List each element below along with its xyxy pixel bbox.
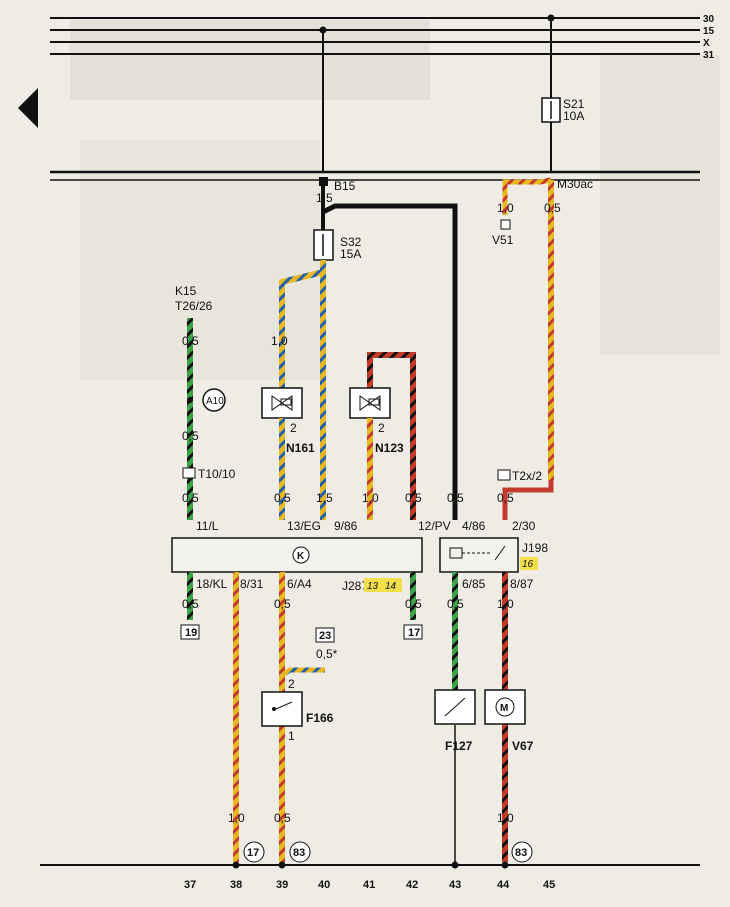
column-38: 38: [230, 879, 242, 891]
wire-size: 0,5: [405, 491, 422, 505]
wire-size: 0,5: [544, 201, 561, 215]
label-v67: V67: [512, 739, 534, 753]
pin-9-86: 9/86: [334, 519, 358, 533]
column-41: 41: [363, 879, 375, 891]
pin-2-30: 2/30: [512, 519, 536, 533]
pin-11l: 11/L: [196, 519, 219, 533]
wire-size: 0,5: [274, 811, 291, 825]
ref-circle-a10: [202, 388, 226, 412]
wire-size: 0,5*: [316, 647, 338, 661]
column-44: 44: [497, 879, 510, 891]
background-print: [70, 20, 720, 380]
column-40: 40: [318, 879, 330, 891]
wire-size: 0,5: [274, 597, 291, 611]
connector-b15: B15: [334, 179, 356, 193]
j287-num-14: 14: [385, 581, 397, 592]
ref-box-23[interactable]: 23: [319, 630, 331, 642]
relay-j198: [439, 537, 519, 573]
j198-num: 16: [522, 559, 534, 570]
pin-num: 2: [378, 421, 385, 435]
wire-size: 0,5: [182, 334, 199, 348]
wire-size: 1,0: [497, 201, 514, 215]
ground-ref-83[interactable]: [289, 841, 311, 863]
wire-size: 1,5: [316, 491, 333, 505]
label-f127: F127: [445, 739, 473, 753]
wire-size: 1,0: [362, 491, 379, 505]
pin-6-85: 6/85: [462, 577, 486, 591]
bus-label-15: 15: [703, 26, 715, 37]
bus-label-30: 30: [703, 14, 715, 25]
label-n161: N161: [286, 441, 315, 455]
wire-size: 0,5: [447, 597, 464, 611]
ref-box-19[interactable]: 19: [185, 627, 197, 639]
column-42: 42: [406, 879, 418, 891]
wire-size: 1,0: [497, 811, 514, 825]
column-43: 43: [449, 879, 461, 891]
label-t26: T26/26: [175, 299, 213, 313]
pin-18kl: 18/KL: [196, 577, 228, 591]
pin-12pv: 12/PV: [418, 519, 451, 533]
wire-size: 1,0: [228, 811, 245, 825]
wire-size: 0,5: [405, 597, 422, 611]
wire-size: 1,0: [497, 597, 514, 611]
label-t10: T10/10: [198, 467, 236, 481]
wire-size: 0,5: [274, 491, 291, 505]
wire-size: 0,5: [497, 491, 514, 505]
pin-8-31: 8/31: [240, 577, 264, 591]
label-j198: J198: [522, 541, 548, 555]
pin-num: 1: [288, 729, 295, 743]
fuse-s21-name: S21: [563, 97, 585, 111]
wire-size: 0,5: [447, 491, 464, 505]
label-k: K: [297, 551, 305, 562]
bus-label-31: 31: [703, 50, 715, 61]
wire-size: 0,5: [182, 491, 199, 505]
fuse-s32-value: 15A: [340, 247, 361, 261]
pin-4-86: 4/86: [462, 519, 486, 533]
fuse-s32-name: S32: [340, 235, 362, 249]
pin-num: 2: [290, 421, 297, 435]
wire-size: 1,0: [271, 334, 288, 348]
ground-ref-17[interactable]: [243, 841, 265, 863]
pin-num: 2: [288, 677, 295, 691]
ground-ref-17-label: 17: [247, 847, 259, 859]
pin-8-87: 8/87: [510, 577, 534, 591]
ground-ref-83-label: 83: [293, 847, 305, 859]
fuse-s21-value: 10A: [563, 109, 584, 123]
wire-size: 0,5: [182, 429, 199, 443]
column-45: 45: [543, 879, 555, 891]
bus-label-x: X: [703, 38, 710, 49]
label-n123: N123: [375, 441, 404, 455]
label-t2x: T2x/2: [512, 469, 542, 483]
label-f166: F166: [306, 711, 334, 725]
page-arrow-icon[interactable]: [18, 88, 38, 128]
ground-ref-83b-label: 83: [515, 847, 527, 859]
j287-num-13: 13: [367, 581, 379, 592]
wire-size: 0,5: [182, 597, 199, 611]
ground-ref-83b[interactable]: [511, 841, 533, 863]
label-v51: V51: [492, 233, 514, 247]
svg-text:M: M: [500, 703, 508, 714]
power-bus: [40, 17, 700, 866]
ref-box-17[interactable]: 17: [408, 627, 420, 639]
pin-6a4: 6/A4: [287, 577, 312, 591]
pin-13eg: 13/EG: [287, 519, 321, 533]
label-a10: A10: [206, 396, 224, 407]
label-j287: J287: [342, 579, 368, 593]
label-m30: M30ac: [557, 177, 593, 191]
column-39: 39: [276, 879, 288, 891]
label-k15: K15: [175, 284, 197, 298]
switch-f166: [261, 691, 303, 727]
column-37: 37: [184, 879, 196, 891]
